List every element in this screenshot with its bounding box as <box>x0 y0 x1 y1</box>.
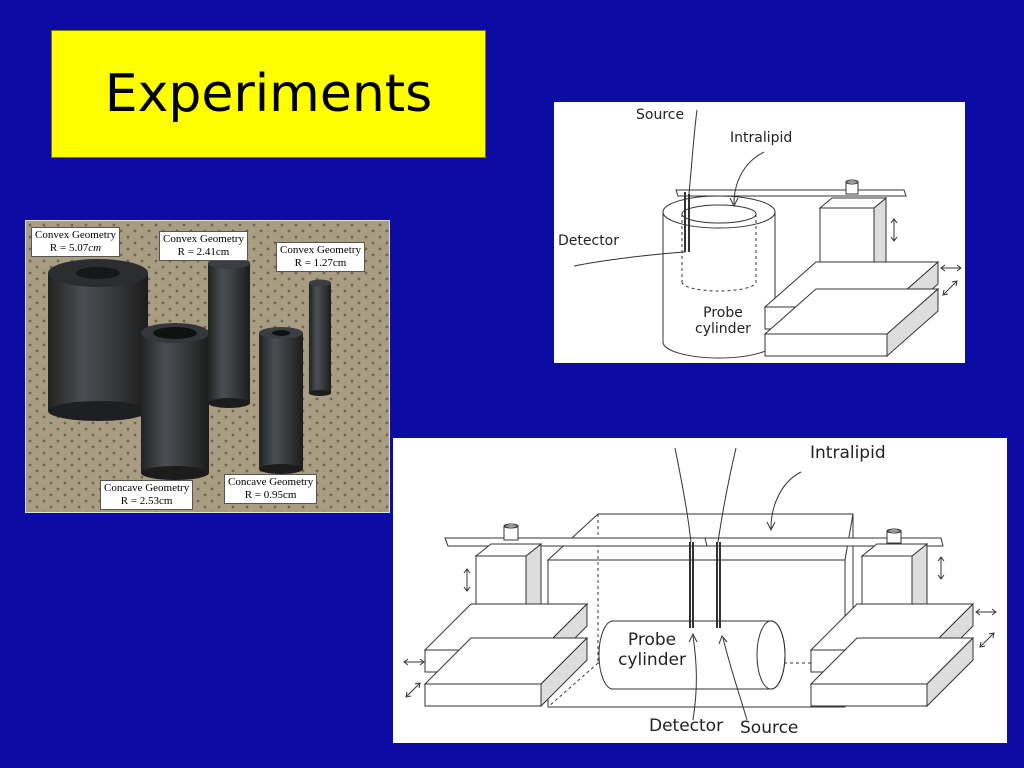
vertical-source-label: Source <box>636 107 685 123</box>
cylinders-photo: Convex Geometry R = 5.07cm Convex Geomet… <box>25 220 390 513</box>
vertical-probe-cylinder-label: Probe cylinder <box>695 305 751 338</box>
horizontal-setup-drawing <box>403 447 997 721</box>
photo-label-convex-127: Convex Geometry R = 1.27cm <box>276 242 365 272</box>
horizontal-source-label: Source <box>740 718 799 738</box>
vertical-setup-diagram: Source Intralipid Detector Probe cylinde… <box>554 102 965 363</box>
horizontal-detector-label: Detector <box>649 716 724 736</box>
vertical-detector-label: Detector <box>558 233 620 249</box>
vertical-setup-drawing <box>573 109 962 359</box>
slide-title: Experiments <box>104 64 433 124</box>
vertical-intralipid-label: Intralipid <box>730 130 793 146</box>
horizontal-probe-cylinder-label: Probe cylinder <box>618 630 686 670</box>
photo-label-convex-507: Convex Geometry R = 5.07cm <box>31 227 120 257</box>
photo-label-concave-253: Concave Geometry R = 2.53cm <box>100 480 194 510</box>
horizontal-intralipid-label: Intralipid <box>810 443 886 463</box>
slide-title-box: Experiments <box>51 30 486 158</box>
photo-label-convex-241: Convex Geometry R = 2.41cm <box>159 231 248 261</box>
horizontal-setup-diagram: Intralipid Probe cylinder Detector Sourc… <box>393 438 1007 743</box>
photo-label-concave-095: Concave Geometry R = 0.95cm <box>224 474 318 504</box>
